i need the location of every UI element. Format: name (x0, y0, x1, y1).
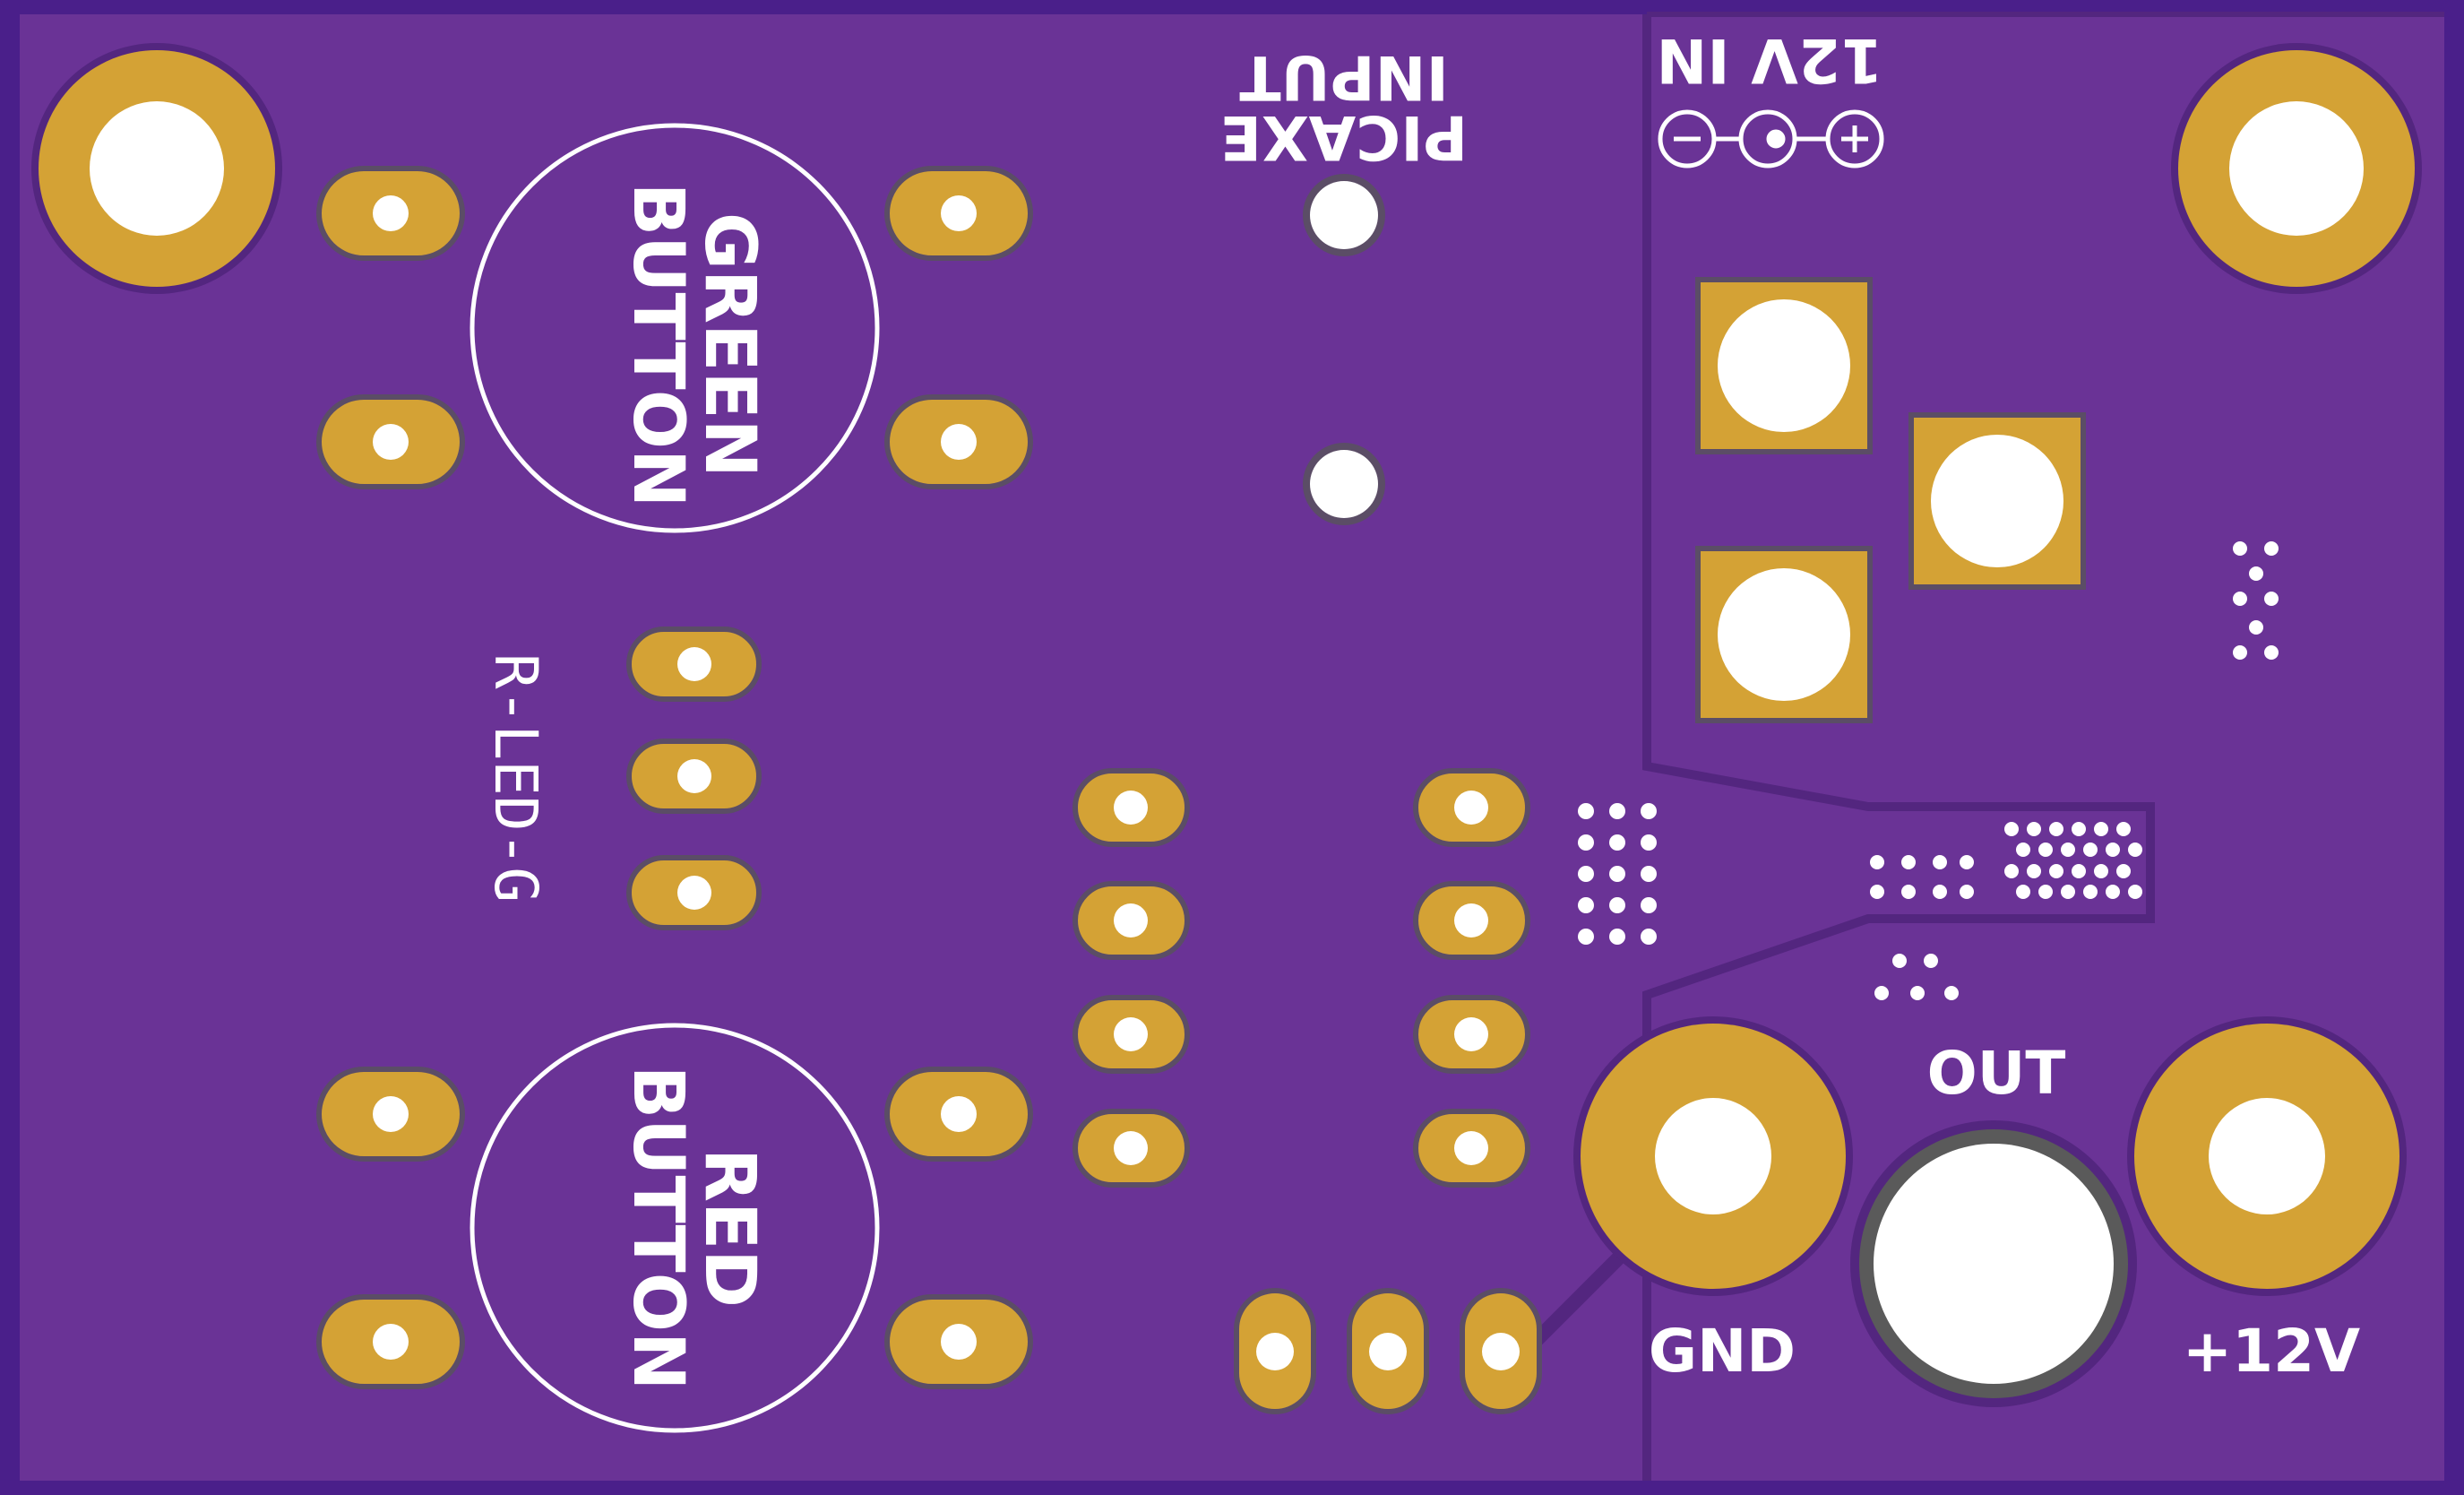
plus12v-terminal (2127, 1016, 2407, 1296)
power-in-text: 12V IN (1656, 24, 1882, 95)
gnd-label: GND (1649, 1317, 1796, 1386)
green-button-label-line2: BUTTON (617, 183, 698, 508)
red-button-outline (470, 1023, 880, 1433)
red-button-drills (373, 1096, 977, 1360)
vias-center (1578, 803, 1657, 945)
vias-channel (1870, 822, 2142, 899)
picaxe-input-holes (1303, 174, 1385, 525)
picaxe-label: PICAXE INPUT (1220, 41, 1469, 172)
led-drills (677, 647, 711, 910)
red-button-label-line2: BUTTON (617, 1066, 698, 1391)
green-button-label-line1: GREEN (689, 212, 770, 478)
vias-right (2233, 541, 2279, 660)
out-label: OUT (1927, 1039, 2066, 1108)
led-ref-label: R-LED-G (481, 653, 550, 903)
ic-drills (1114, 791, 1488, 1165)
plus12v-label: +12V (2183, 1317, 2360, 1386)
picaxe-label-line2: INPUT (1239, 41, 1449, 112)
green-button-label: GREEN BUTTON (617, 183, 770, 508)
out-terminal (1850, 1120, 2137, 1407)
picaxe-label-line1: PICAXE (1220, 101, 1469, 172)
polarity-symbol (1658, 109, 1884, 169)
vias-lower (1874, 954, 1959, 1000)
green-button-outline (470, 123, 880, 533)
copper-pour-outline-right (1642, 14, 2155, 1481)
dc-jack-pads (1695, 277, 2086, 723)
green-button-drills (373, 195, 977, 460)
power-in-label: 12V IN (1656, 24, 1882, 95)
red-button-label: RED BUTTON (617, 1066, 770, 1391)
red-button-label-line1: RED (689, 1148, 770, 1308)
led-ref-text: R-LED-G (481, 653, 550, 903)
mounting-hole-top-left (31, 43, 282, 294)
gnd-terminal (1573, 1016, 1853, 1296)
bottom-header-drills (1256, 1333, 1520, 1370)
mounting-hole-top-right (2171, 43, 2422, 294)
